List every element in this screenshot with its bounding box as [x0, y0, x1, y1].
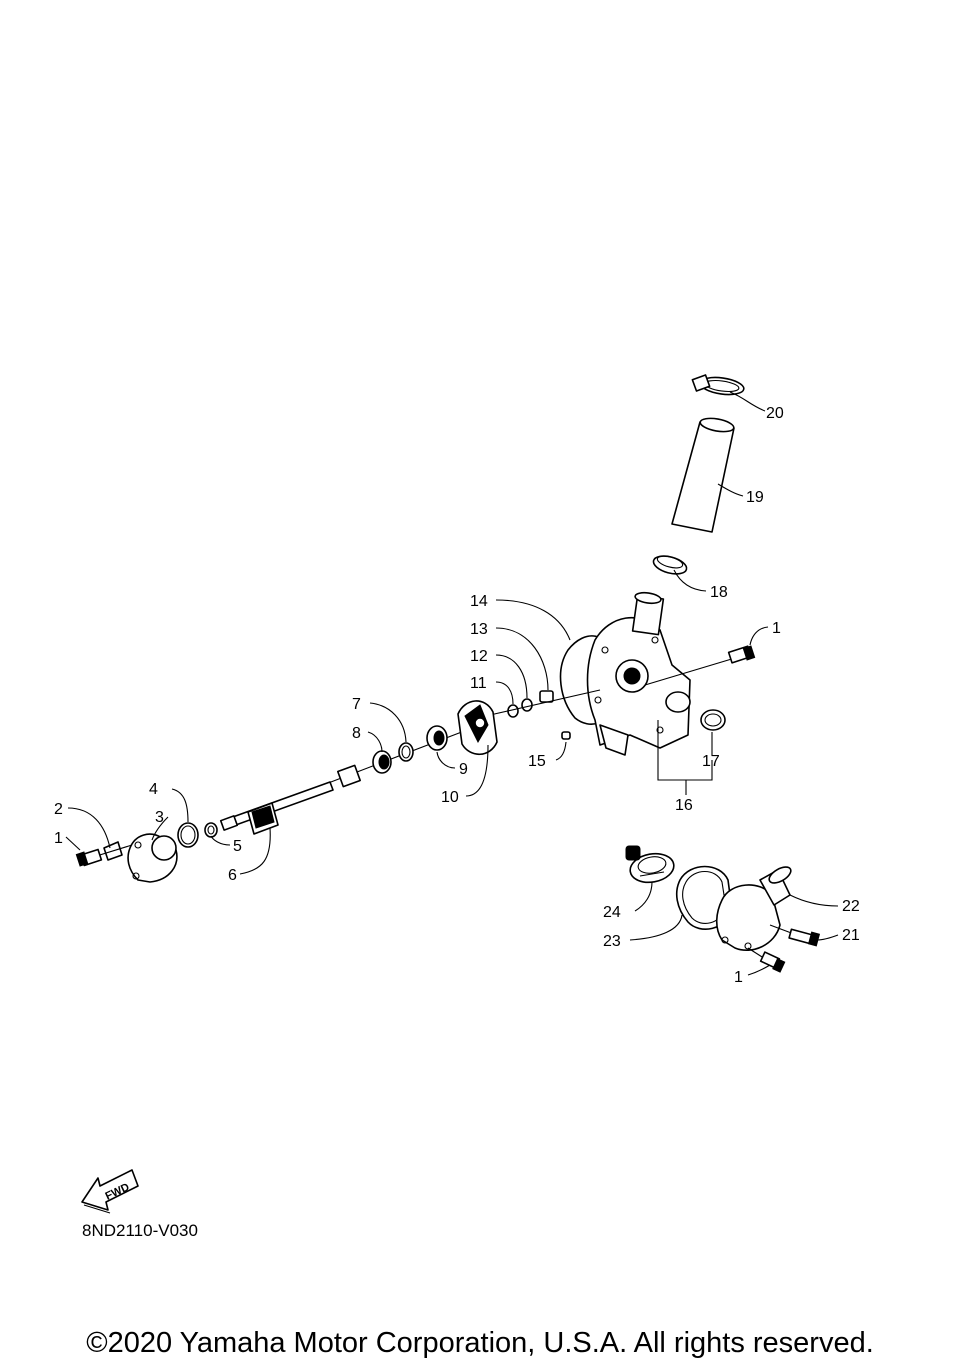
callout-13: 13: [470, 621, 488, 638]
part-24-thermostat[interactable]: [625, 845, 676, 886]
callout-numbers: 20 19 18 14 13 12 11 1 15 17 16 7 8 9 10…: [54, 405, 860, 986]
part-15-dowel-pin[interactable]: [561, 731, 571, 740]
callout-8: 8: [352, 725, 361, 742]
part-7-circlip[interactable]: [398, 742, 414, 762]
callout-4: 4: [149, 781, 158, 798]
part-17-o-ring[interactable]: [700, 709, 726, 731]
callout-19: 19: [746, 489, 764, 506]
drawing-code: 8ND2110-V030: [82, 1221, 198, 1240]
part-12-washer[interactable]: [521, 698, 533, 712]
callout-1-left: 1: [54, 830, 63, 847]
fwd-arrow-icon: FWD: [81, 1169, 139, 1214]
copyright-notice: ©2020 Yamaha Motor Corporation, U.S.A. A…: [86, 1327, 874, 1359]
part-1-bolt-lower[interactable]: [747, 947, 786, 973]
callout-7: 7: [352, 696, 361, 713]
callout-15: 15: [528, 753, 546, 770]
callout-21: 21: [842, 927, 860, 944]
part-21-bolt[interactable]: [769, 924, 821, 947]
callout-1-lower: 1: [734, 969, 743, 986]
leader-lines: [65, 391, 839, 976]
part-10-impeller[interactable]: [457, 700, 498, 756]
callout-18: 18: [710, 584, 728, 601]
callout-22: 22: [842, 898, 860, 915]
part-9-mechanical-seal[interactable]: [426, 725, 448, 751]
callout-9: 9: [459, 761, 468, 778]
callout-11: 11: [470, 675, 487, 692]
part-6-impeller-shaft[interactable]: [219, 764, 361, 835]
callout-5: 5: [233, 838, 242, 855]
part-5-washer[interactable]: [204, 822, 218, 838]
callout-14: 14: [470, 593, 488, 610]
callout-16: 16: [675, 797, 693, 814]
callout-23: 23: [603, 933, 621, 950]
callout-24: 24: [603, 904, 621, 921]
part-13-nut[interactable]: [539, 690, 554, 703]
part-8-bearing[interactable]: [372, 750, 392, 774]
part-3-cover[interactable]: [127, 833, 178, 883]
part-22-thermostat-cover[interactable]: [715, 864, 794, 952]
part-18-hose-clamp[interactable]: [652, 553, 689, 577]
part-1-bolt-left[interactable]: [75, 844, 133, 867]
callout-12: 12: [470, 648, 488, 665]
callout-1-upper: 1: [772, 620, 781, 637]
part-1-bolt[interactable]: [644, 645, 756, 686]
callout-2: 2: [54, 801, 63, 818]
callout-20: 20: [766, 405, 784, 422]
part-16-pump-housing[interactable]: [586, 591, 691, 756]
part-19-hose[interactable]: [671, 416, 735, 533]
part-4-o-ring[interactable]: [177, 822, 199, 848]
callout-3: 3: [155, 809, 164, 826]
part-20-hose-clamp[interactable]: [691, 374, 745, 397]
callout-6: 6: [228, 867, 237, 884]
callout-10: 10: [441, 789, 459, 806]
callout-17: 17: [702, 753, 720, 770]
